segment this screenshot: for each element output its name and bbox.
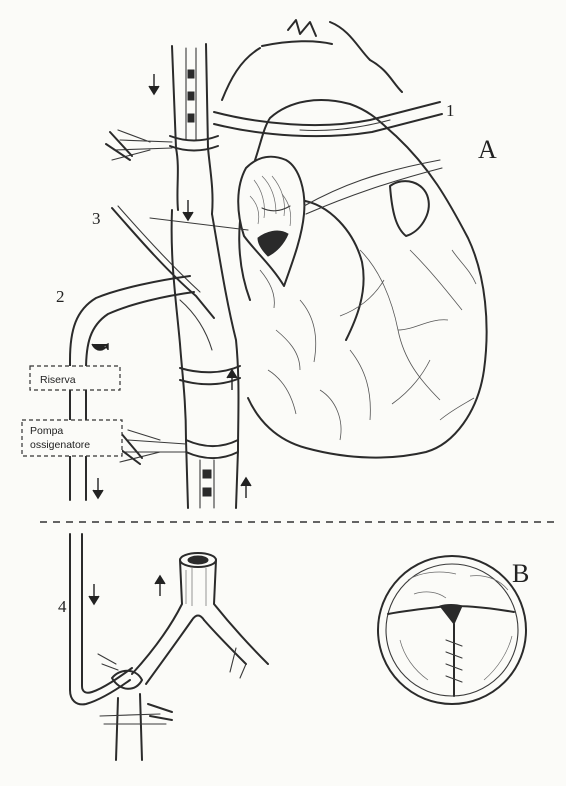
panel-b-label: B — [512, 559, 529, 588]
coronary-vessels — [260, 250, 476, 440]
callout-3: 3 — [92, 209, 101, 228]
aortotomy-opening — [238, 157, 304, 286]
callout-2: 2 — [56, 287, 65, 306]
aortic-cannula-1 — [214, 102, 442, 136]
pump-oxygenator-box: Pompa ossigenatore — [22, 420, 122, 456]
reservoir-label: Riserva — [40, 374, 76, 386]
panel-a-label: A — [478, 135, 497, 164]
inferior-vena-cava — [116, 210, 240, 508]
femoral-artery-cannulation — [70, 534, 268, 760]
aortic-valve — [378, 556, 526, 704]
reservoir-box: Riserva — [30, 366, 120, 390]
pump-label-line1: Pompa — [30, 425, 63, 437]
callout-1: 1 — [446, 101, 455, 120]
callout-4: 4 — [58, 597, 67, 616]
superior-vena-cava — [106, 44, 218, 214]
pump-label-line2: ossigenatore — [30, 439, 90, 451]
heart — [150, 20, 487, 458]
